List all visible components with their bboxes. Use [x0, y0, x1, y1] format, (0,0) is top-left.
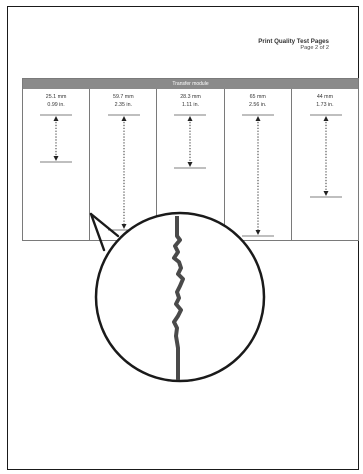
measurement-indicator [108, 115, 140, 230]
measurement-indicator [40, 115, 72, 162]
magnifier-callout [91, 213, 264, 381]
measurement-indicator [174, 115, 206, 168]
measurement-indicator [242, 115, 274, 236]
measurement-indicator [310, 115, 342, 197]
